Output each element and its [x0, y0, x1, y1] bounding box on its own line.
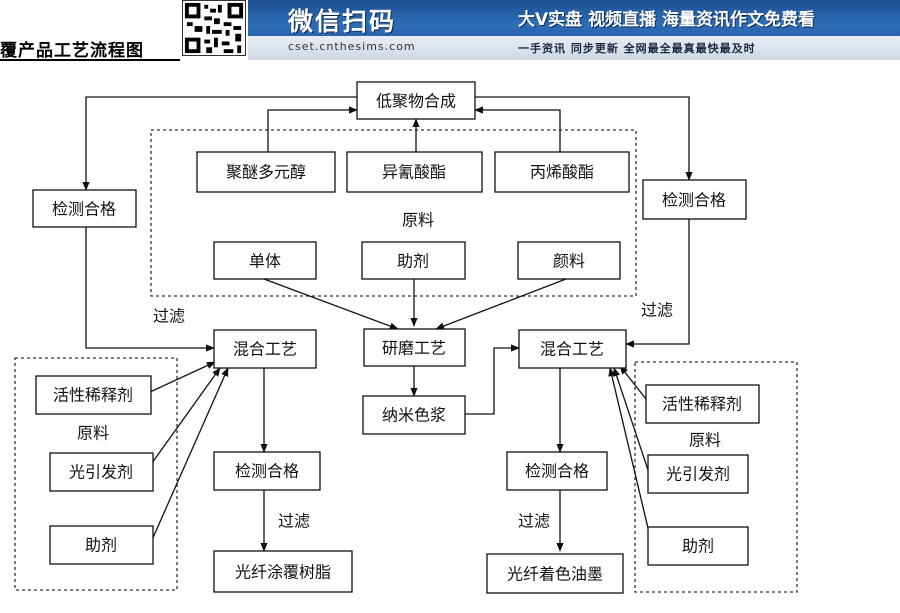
box-mix-right[interactable]: 混合工艺	[518, 329, 627, 369]
svg-text:丙烯酸酯: 丙烯酸酯	[530, 163, 594, 182]
svg-text:纳米色浆: 纳米色浆	[382, 406, 446, 425]
site-url[interactable]: cset.cnthesims.com	[288, 40, 416, 53]
svg-text:颜料: 颜料	[553, 252, 585, 271]
box-qc-right-top[interactable]: 检测合格	[642, 179, 747, 220]
svg-text:检测合格: 检测合格	[525, 462, 589, 481]
box-mix-left[interactable]: 混合工艺	[213, 329, 317, 369]
box-polyether-polyol[interactable]: 聚醚多元醇	[196, 151, 336, 193]
raw-materials-group	[150, 129, 637, 297]
box-grind[interactable]: 研磨工艺	[363, 328, 466, 367]
svg-text:助剂: 助剂	[397, 252, 429, 271]
svg-text:研磨工艺: 研磨工艺	[382, 339, 446, 358]
banner-tagline: 大V实盘 视频直播 海量资讯作文免费看	[518, 10, 815, 30]
svg-text:活性稀释剂: 活性稀释剂	[662, 395, 742, 414]
box-pigment[interactable]: 颜料	[517, 241, 621, 280]
svg-text:检测合格: 检测合格	[235, 462, 299, 481]
box-additive-right[interactable]: 助剂	[647, 526, 749, 566]
box-nano-paste[interactable]: 纳米色浆	[362, 395, 466, 435]
svg-text:混合工艺: 混合工艺	[540, 340, 604, 359]
box-additive-center[interactable]: 助剂	[361, 241, 466, 280]
header-left: 覆产品工艺流程图	[0, 0, 180, 61]
promo-banner[interactable]: 微信扫码 cset.cnthesims.com 大V实盘 视频直播 海量资讯作文…	[248, 0, 900, 60]
svg-text:聚醚多元醇: 聚醚多元醇	[226, 163, 306, 182]
box-diluent-left[interactable]: 活性稀释剂	[35, 375, 152, 415]
label-filter-right: 过滤	[641, 301, 673, 320]
svg-text:助剂: 助剂	[682, 537, 714, 556]
box-qc-left-bottom[interactable]: 检测合格	[213, 451, 321, 491]
connectors	[82, 96, 693, 552]
box-photoinitiator-right[interactable]: 光引发剂	[647, 454, 749, 494]
box-qc-left-top[interactable]: 检测合格	[32, 189, 137, 228]
svg-text:助剂: 助剂	[85, 536, 117, 555]
banner-lower-strip	[248, 36, 900, 60]
svg-text:光纤着色油墨: 光纤着色油墨	[507, 565, 603, 584]
box-additive-left[interactable]: 助剂	[49, 525, 154, 565]
svg-text:低聚物合成: 低聚物合成	[376, 92, 456, 111]
box-acrylate[interactable]: 丙烯酸酯	[494, 151, 630, 193]
svg-text:活性稀释剂: 活性稀释剂	[53, 386, 133, 405]
box-diluent-right[interactable]: 活性稀释剂	[645, 384, 760, 424]
right-raw-materials-group	[634, 361, 798, 593]
header-rule	[0, 59, 180, 61]
svg-text:检测合格: 检测合格	[662, 191, 726, 210]
svg-text:异氰酸酯: 异氰酸酯	[382, 163, 446, 182]
svg-text:混合工艺: 混合工艺	[233, 340, 297, 359]
svg-text:检测合格: 检测合格	[52, 200, 116, 219]
label-raw-material-left: 原料	[77, 424, 109, 443]
label-raw-material-right: 原料	[689, 431, 721, 450]
label-filter-right-bottom: 过滤	[518, 512, 550, 531]
label-filter-left-bottom: 过滤	[278, 512, 310, 531]
scan-text: 微信扫码	[288, 7, 397, 36]
qr-code-icon[interactable]	[182, 0, 246, 56]
box-monomer[interactable]: 单体	[213, 241, 317, 280]
page-title: 覆产品工艺流程图	[0, 41, 144, 61]
left-raw-materials-group	[14, 357, 178, 591]
box-oligomer-synthesis[interactable]: 低聚物合成	[356, 81, 476, 120]
box-qc-right-bottom[interactable]: 检测合格	[506, 451, 608, 491]
box-photoinitiator-left[interactable]: 光引发剂	[49, 452, 154, 492]
svg-text:光纤涂覆树脂: 光纤涂覆树脂	[235, 563, 331, 582]
banner-slogan: 一手资讯 同步更新 全网最全最真最快最及时	[518, 42, 756, 55]
svg-text:光引发剂: 光引发剂	[69, 463, 133, 482]
box-fiber-coating-resin[interactable]: 光纤涂覆树脂	[213, 550, 353, 593]
label-raw-material-center: 原料	[402, 211, 434, 230]
label-filter-left: 过滤	[153, 307, 185, 326]
box-isocyanate[interactable]: 异氰酸酯	[346, 151, 483, 193]
svg-text:单体: 单体	[249, 252, 281, 271]
box-fiber-color-ink[interactable]: 光纤着色油墨	[486, 553, 624, 594]
svg-text:光引发剂: 光引发剂	[666, 465, 730, 484]
